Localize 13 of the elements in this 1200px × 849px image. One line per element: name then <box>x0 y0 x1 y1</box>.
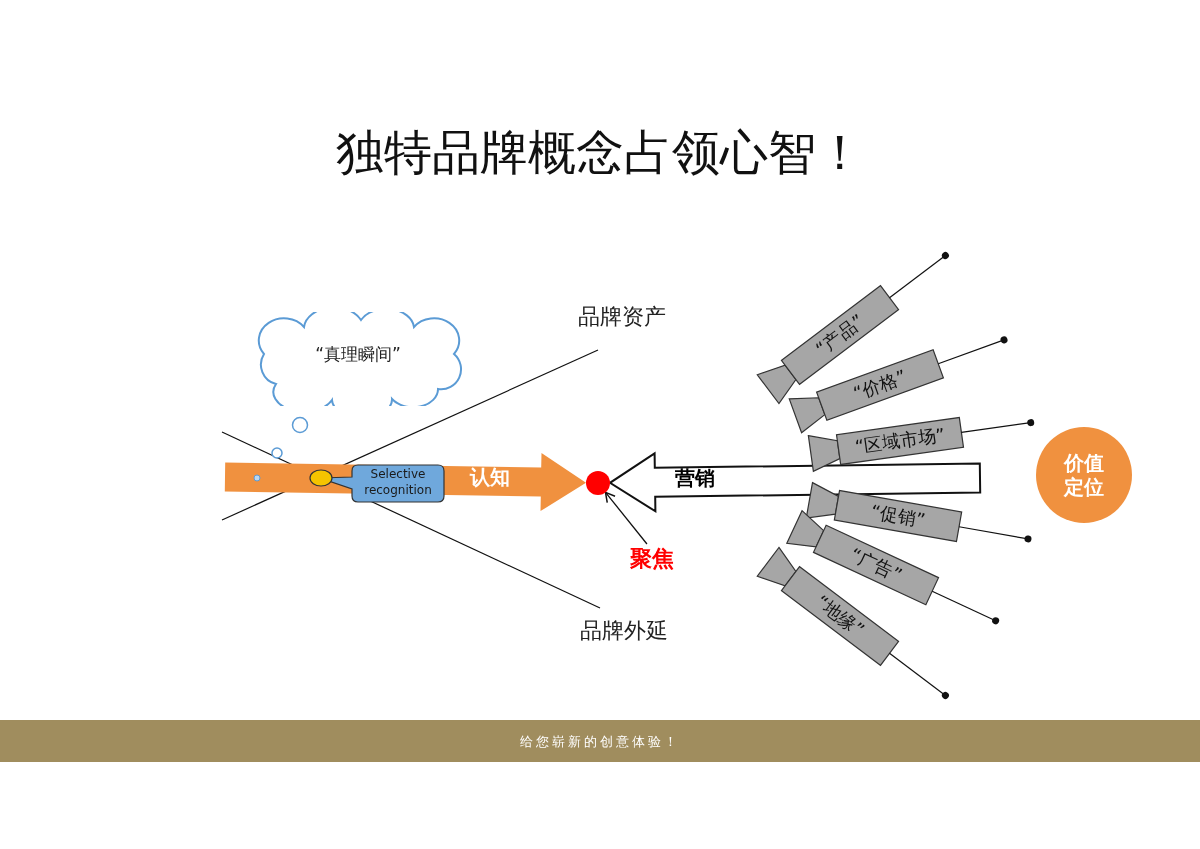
circle-text: 价值定位 <box>1063 451 1105 499</box>
focus-label: 聚焦 <box>630 544 688 574</box>
cloud-text: “真理瞬间” <box>315 343 401 367</box>
axis-label: 品牌外延 <box>580 620 668 642</box>
axis-label: 品牌资产 <box>578 306 666 328</box>
title: 独特品牌概念占领心智！ <box>335 128 865 176</box>
syringe-label: “广告” <box>847 545 905 585</box>
block-arrow <box>608 451 982 514</box>
footer-slogan: 给您崭新的创意体验！ <box>519 735 681 748</box>
callout-text: Selective recognition <box>363 466 433 498</box>
edge-label: 营销 <box>675 468 715 488</box>
pointer-arrow <box>604 491 648 545</box>
edge-label: 认知 <box>470 467 510 487</box>
